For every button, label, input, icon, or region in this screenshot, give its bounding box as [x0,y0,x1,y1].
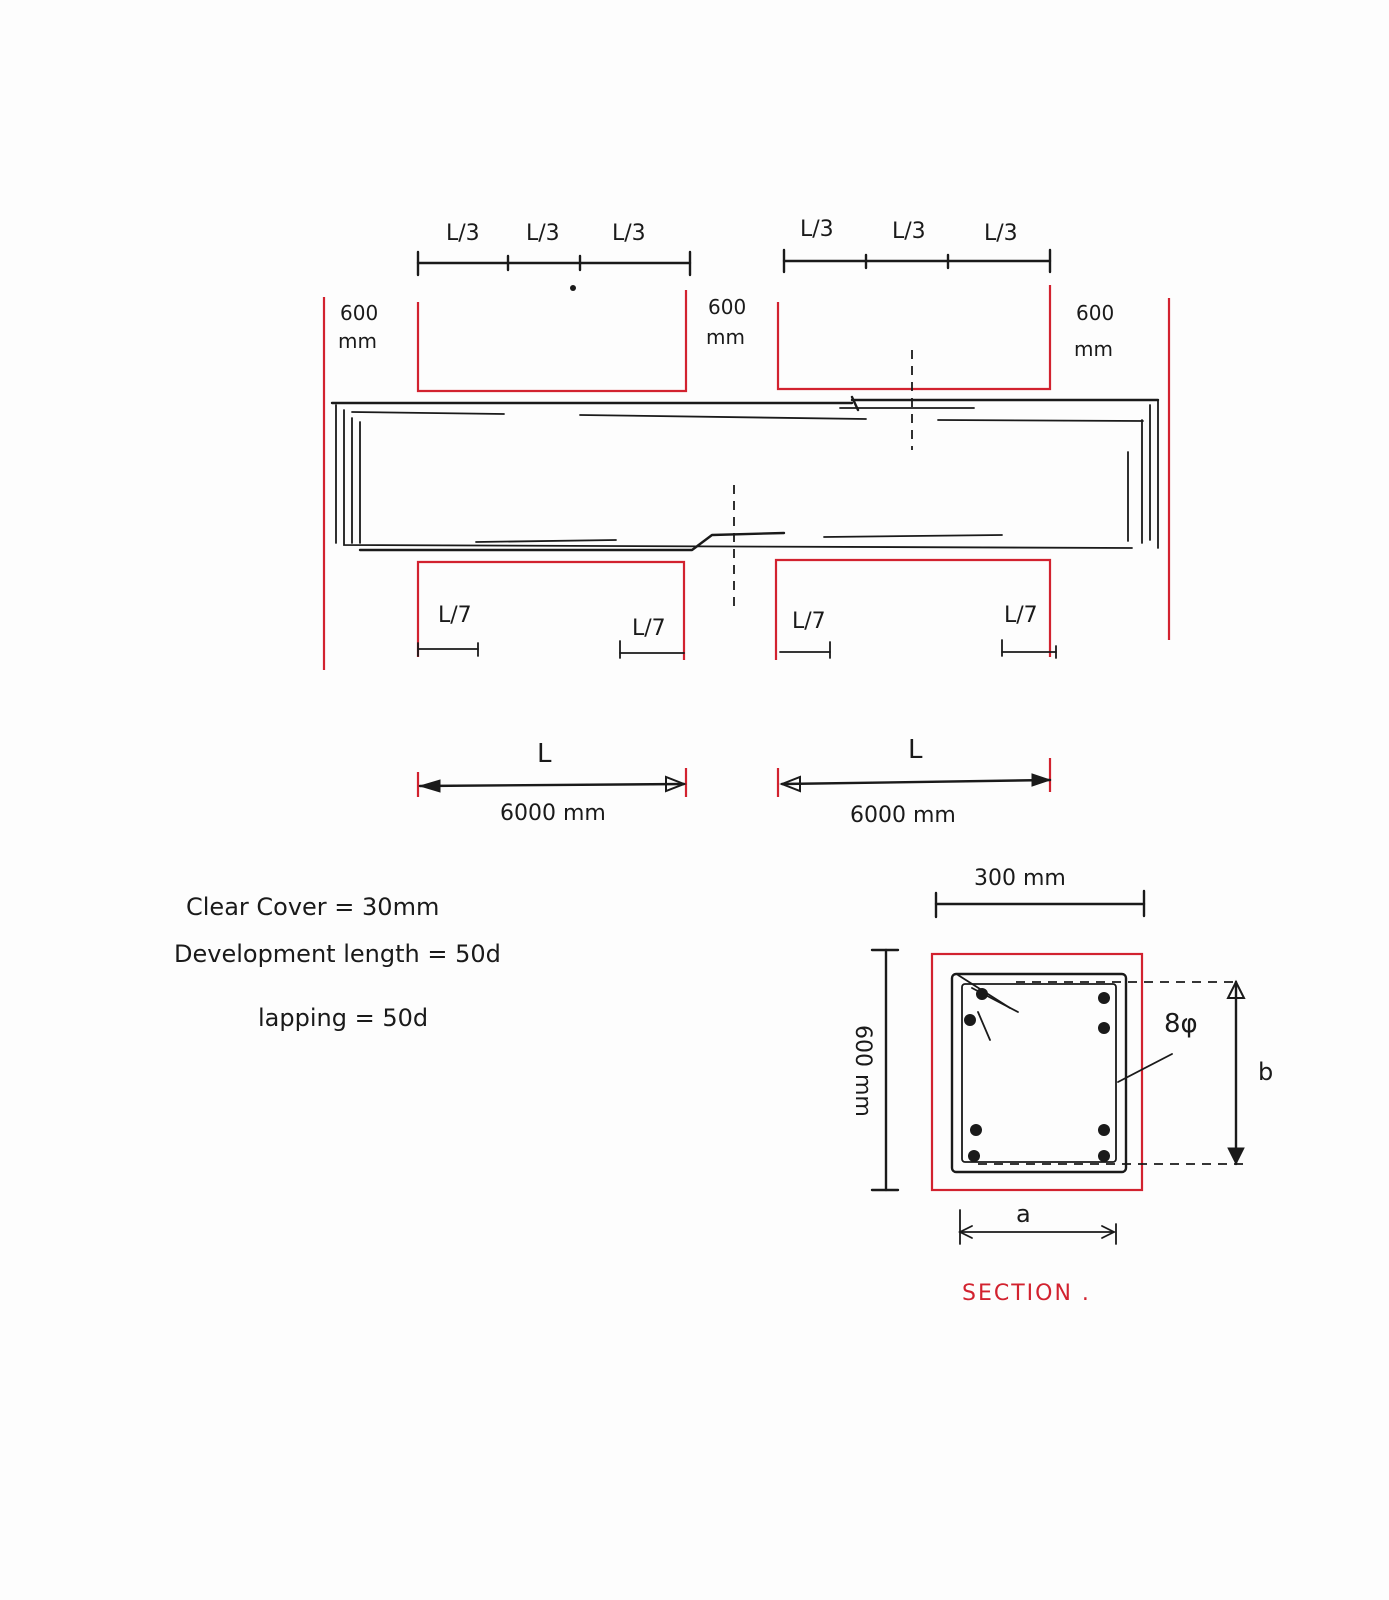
left-third-label-2: L/3 [526,221,560,246]
left-span-length: 6000 mm [500,801,606,826]
right-span-symbol: L [908,735,923,765]
right-span-length: 6000 mm [850,803,956,828]
support-left-unit: mm [338,329,377,353]
right-third-label-1: L/3 [800,217,834,242]
right-third-label-3: L/3 [984,221,1018,246]
note-clear-cover: Clear Cover = 30mm [186,893,439,921]
beam-reinforcement [330,350,1160,608]
support-right-label: 600 mm [1074,301,1114,361]
stirrup-outer [950,972,1128,1174]
right-seventh-label-2: L/7 [1004,603,1038,628]
bar-bottom-right-2 [1098,1124,1110,1136]
note-development-length: Development length = 50d [174,940,501,968]
bar-top-left [976,988,988,1000]
support-middle-label: 600 mm [706,295,746,349]
stirrup-label: 8φ [1164,1009,1198,1039]
sevenths-labels: L/7 L/7 L/7 L/7 [417,603,1057,659]
support-middle-value: 600 [708,295,746,319]
left-third-label-3: L/3 [612,221,646,246]
design-notes: Clear Cover = 30mm Development length = … [174,893,501,1032]
right-span-dimension: L 6000 mm [779,735,1052,828]
section-width-label: 300 mm [974,866,1066,891]
section-title: SECTION . [962,1281,1091,1306]
support-left-label: 600 mm [338,301,378,353]
section-depth-label: 600 mm [850,1025,875,1117]
right-thirds-dimension: L/3 L/3 L/3 [782,217,1052,274]
bar-top-left-2 [964,1014,976,1026]
bar-top-right-2 [1098,1022,1110,1034]
bar-bottom-right [1098,1150,1110,1162]
beam-cross-section: 300 mm 600 mm b 8φ a [850,866,1273,1306]
support-right-value: 600 [1076,301,1114,325]
bar-bottom-left-2 [970,1124,982,1136]
bar-top-right [1098,992,1110,1004]
support-middle-unit: mm [706,325,745,349]
left-third-label-1: L/3 [446,221,480,246]
section-dim-a: a [1016,1200,1031,1228]
section-dim-b: b [1258,1058,1273,1086]
support-left-value: 600 [340,301,378,325]
left-thirds-dimension: L/3 L/3 L/3 [416,221,692,277]
left-seventh-label-2: L/7 [632,616,666,641]
right-third-label-2: L/3 [892,219,926,244]
right-seventh-label-1: L/7 [792,609,826,634]
left-span-symbol: L [537,739,552,769]
left-seventh-label-1: L/7 [438,603,472,628]
concrete-outline [930,952,1144,1192]
ink-dot [570,285,576,291]
stirrup-inner [961,983,1117,1163]
support-right-unit: mm [1074,337,1113,361]
red-outlines [322,285,1171,797]
left-span-dimension: L 6000 mm [418,739,687,826]
note-lapping: lapping = 50d [258,1004,428,1032]
bar-bottom-left [968,1150,980,1162]
